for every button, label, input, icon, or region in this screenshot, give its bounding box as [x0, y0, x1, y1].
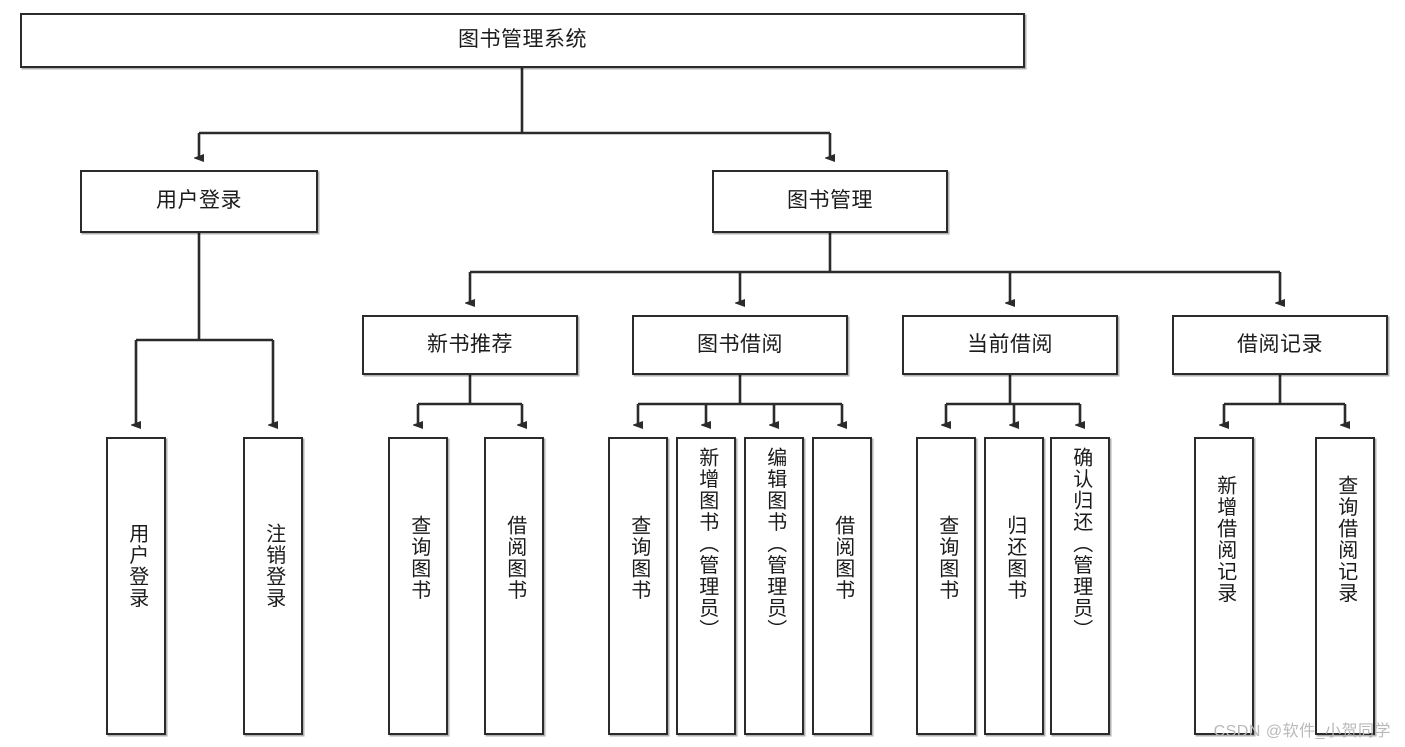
node-book-management-label: 图书管理 [787, 189, 873, 213]
node-leaf-query-book-2[interactable]: 查询图书 [608, 437, 668, 735]
node-leaf-add-record[interactable]: 新增借阅记录 [1194, 437, 1254, 735]
node-leaf-borrow-book-1[interactable]: 借阅图书 [484, 437, 544, 735]
node-leaf-borrow-book-1-label: 借阅图书 [503, 515, 526, 601]
node-leaf-user-login[interactable]: 用户登录 [106, 437, 166, 735]
node-book-borrow-label: 图书借阅 [697, 332, 783, 356]
node-leaf-query-book-2-label: 查询图书 [627, 515, 650, 601]
node-current-borrow-label: 当前借阅 [967, 332, 1053, 356]
node-root-label: 图书管理系统 [458, 28, 587, 52]
node-leaf-return-book[interactable]: 归还图书 [984, 437, 1044, 735]
node-root[interactable]: 图书管理系统 [20, 13, 1025, 68]
node-book-management[interactable]: 图书管理 [712, 170, 948, 233]
node-borrow-record[interactable]: 借阅记录 [1172, 315, 1388, 375]
node-leaf-user-login-label: 用户登录 [125, 523, 148, 609]
node-leaf-query-book-3-label: 查询图书 [935, 515, 958, 601]
node-leaf-add-book-label: 新增图书（管理员） [695, 447, 718, 641]
node-leaf-add-book[interactable]: 新增图书（管理员） [676, 437, 736, 735]
node-leaf-add-record-label: 新增借阅记录 [1213, 475, 1236, 604]
node-leaf-return-book-label: 归还图书 [1003, 515, 1026, 601]
node-leaf-confirm-return-label: 确认归还（管理员） [1069, 447, 1092, 641]
node-book-borrow[interactable]: 图书借阅 [632, 315, 848, 375]
node-leaf-query-book-3[interactable]: 查询图书 [916, 437, 976, 735]
node-leaf-logout-login[interactable]: 注销登录 [243, 437, 303, 735]
node-user-login[interactable]: 用户登录 [80, 170, 318, 233]
node-borrow-record-label: 借阅记录 [1237, 332, 1323, 356]
node-leaf-borrow-book-2-label: 借阅图书 [831, 515, 854, 601]
node-leaf-logout-login-label: 注销登录 [262, 523, 285, 609]
node-leaf-query-book-1[interactable]: 查询图书 [388, 437, 448, 735]
node-leaf-edit-book[interactable]: 编辑图书（管理员） [744, 437, 804, 735]
node-current-borrow[interactable]: 当前借阅 [902, 315, 1118, 375]
node-leaf-confirm-return[interactable]: 确认归还（管理员） [1050, 437, 1110, 735]
node-leaf-edit-book-label: 编辑图书（管理员） [763, 447, 786, 641]
node-leaf-query-record-label: 查询借阅记录 [1334, 475, 1357, 604]
node-leaf-borrow-book-2[interactable]: 借阅图书 [812, 437, 872, 735]
node-user-login-label: 用户登录 [156, 189, 242, 213]
node-new-book-recommend[interactable]: 新书推荐 [362, 315, 578, 375]
node-new-book-recommend-label: 新书推荐 [427, 332, 513, 356]
node-leaf-query-record[interactable]: 查询借阅记录 [1315, 437, 1375, 735]
watermark-text: CSDN @软件_小贺同学 [1213, 723, 1391, 740]
node-leaf-query-book-1-label: 查询图书 [407, 515, 430, 601]
